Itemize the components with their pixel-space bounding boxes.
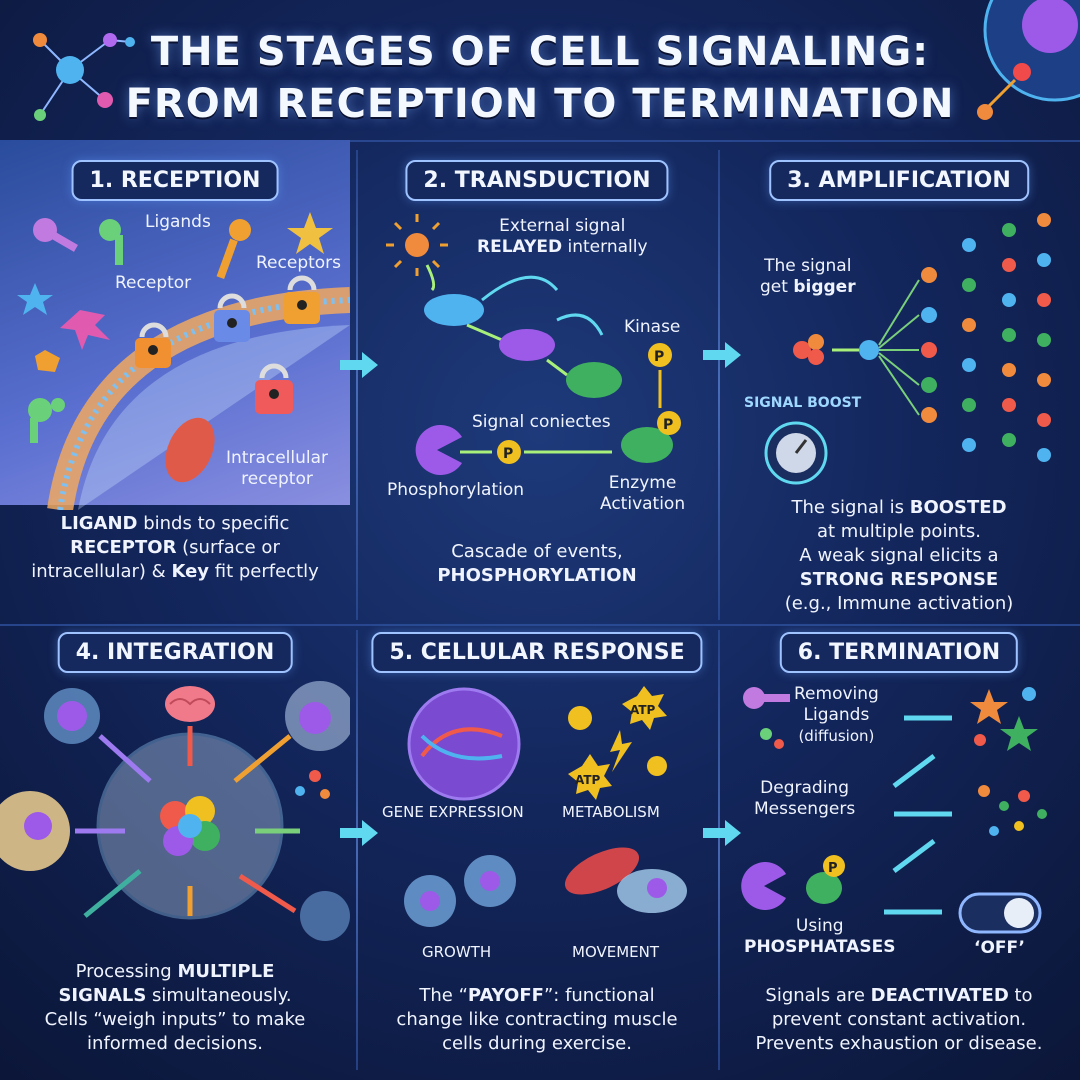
mitochondrion-icon	[165, 417, 215, 483]
heading-cellular-response: 5. CELLULAR RESPONSE	[371, 632, 703, 673]
muscle-icon	[564, 847, 687, 913]
svg-text:ATP: ATP	[575, 773, 601, 787]
small-molecule-icon	[295, 770, 330, 799]
heading-amplification: 3. AMPLIFICATION	[769, 160, 1029, 201]
svg-text:P: P	[503, 446, 513, 462]
degraded-fragments	[978, 785, 1047, 836]
cell-decoration-icon	[977, 0, 1080, 120]
flow-arrow-4-5	[340, 820, 378, 846]
desc-amplification: The signal is BOOSTED at multiple points…	[784, 497, 1014, 614]
flow-arrow-5-6	[703, 820, 741, 846]
molecule-decoration-icon	[33, 33, 135, 121]
ligand-icon-green	[28, 398, 65, 443]
label-degrading-messengers: Degrading Messengers	[754, 778, 856, 819]
reception-illustration	[17, 212, 350, 510]
growth-icon	[404, 855, 516, 927]
label-off: ‘OFF’	[974, 938, 1025, 958]
svg-text:P: P	[828, 861, 838, 876]
svg-text:P: P	[663, 417, 673, 433]
panel-amplification: 3. AMPLIFICATION The signal get bigger S…	[724, 150, 1074, 620]
lock-icon-1	[135, 322, 171, 368]
key-icon	[743, 687, 790, 709]
svg-text:P: P	[654, 349, 664, 365]
key-icon-purple	[33, 218, 78, 252]
label-removing-ligands: Removing Ligands (diffusion)	[794, 684, 879, 745]
divider-col-1	[356, 150, 358, 620]
label-enzyme-activation: Enzyme Activation	[600, 473, 686, 514]
dna-icon	[407, 687, 521, 801]
metabolism-icon: ATP ATP	[568, 686, 667, 800]
heading-reception: 1. RECEPTION	[71, 160, 279, 201]
flow-arrow-1-2	[340, 352, 378, 378]
kinase-icon	[566, 362, 622, 398]
label-growth: GROWTH	[422, 943, 492, 961]
divider-col-4	[718, 630, 720, 1070]
label-intracellular: Intracellular receptor	[226, 448, 329, 489]
phosphate-icon-2	[497, 440, 521, 464]
protein-blue	[424, 294, 484, 326]
label-phosphatases: Using PHOSPHATASES	[744, 916, 896, 957]
heading-transduction: 2. TRANSDUCTION	[405, 160, 669, 201]
desc-integration: Processing MULTIPLE SIGNALS simultaneous…	[44, 961, 306, 1054]
panel-integration: 4. INTEGRATION Processing MULTIPLE SIGNA…	[0, 626, 350, 1070]
label-receptor: Receptor	[115, 273, 192, 293]
star-icon	[287, 212, 333, 254]
phosphate-icon-1	[648, 343, 672, 367]
heading-termination: 6. TERMINATION	[779, 632, 1019, 673]
label-phosphorylation: Phosphorylation	[387, 480, 525, 500]
dial-icon	[764, 421, 828, 485]
label-signal-boost: SIGNAL BOOST	[744, 395, 862, 411]
desc-cellular-response: The “PAYOFF”: functional change like con…	[396, 985, 678, 1054]
divider-col-2	[718, 150, 720, 620]
panel-transduction: P P P 2. TRANSDUCTION External signal RE…	[362, 150, 712, 620]
title-line-1: THE STAGES OF CELL SIGNALING:	[150, 29, 930, 75]
amplified-molecules	[921, 213, 1051, 462]
label-external-signal: External signal RELAYED internally	[477, 216, 648, 257]
row-divider	[0, 624, 1080, 626]
flow-arrow-2-3	[703, 342, 741, 368]
lock-icon-3	[284, 275, 320, 324]
page-title: THE STAGES OF CELL SIGNALING: FROM RECEP…	[0, 26, 1080, 130]
title-line-2: FROM RECEPTION TO TERMINATION	[125, 81, 955, 127]
panel-termination: P 6. TERMINATION Removing Ligands (diffu…	[724, 626, 1074, 1070]
protein-purple	[499, 329, 555, 361]
label-gene-expression: GENE EXPRESSION	[382, 803, 524, 821]
panel-reception: 1. RECEPTION Ligands Receptor Receptors …	[0, 150, 350, 620]
label-metabolism: METABOLISM	[562, 803, 660, 821]
signal-sun-icon	[386, 214, 448, 276]
desc-termination: Signals are DEACTIVATED to prevent const…	[755, 985, 1043, 1054]
amplification-illustration	[764, 213, 1051, 485]
brain-icon	[165, 686, 215, 722]
transduction-illustration: P P P	[386, 214, 681, 475]
lock-icon-2	[214, 293, 250, 342]
phosphatase-shape	[415, 425, 462, 475]
label-ligands: Ligands	[145, 212, 211, 232]
label-kinase: Kinase	[624, 317, 681, 337]
response-illustration: ATP ATP	[404, 686, 687, 927]
lightning-icon	[610, 730, 632, 772]
label-signal-connects: Signal coniectes	[472, 412, 611, 432]
lock-icon-4	[255, 363, 293, 414]
key-icon-green	[99, 219, 123, 265]
termination-illustration: P	[741, 687, 1047, 934]
desc-reception: LIGAND binds to specific RECEPTOR (surfa…	[31, 513, 319, 582]
toggle-switch-icon	[958, 892, 1042, 934]
svg-text:ATP: ATP	[630, 703, 656, 717]
label-signal-bigger: The signal get bigger	[760, 256, 856, 297]
panel-cellular-response: ATP ATP 5. CELLULAR RESPONSE GENE EXPRES…	[362, 626, 712, 1070]
divider-col-3	[356, 630, 358, 1070]
header-divider	[0, 140, 1080, 142]
label-receptors: Receptors	[256, 253, 342, 273]
heading-integration: 4. INTEGRATION	[57, 632, 293, 673]
key-icon-orange	[216, 219, 251, 279]
phosphatase-icon	[741, 862, 786, 910]
nucleus-cluster	[160, 796, 220, 856]
label-movement: MOVEMENT	[572, 943, 660, 961]
enzyme-icon	[621, 427, 673, 463]
signal-molecule-icon	[793, 334, 824, 365]
desc-transduction: Cascade of events, PHOSPHORYLATION	[437, 541, 637, 586]
integration-illustration	[0, 681, 350, 941]
